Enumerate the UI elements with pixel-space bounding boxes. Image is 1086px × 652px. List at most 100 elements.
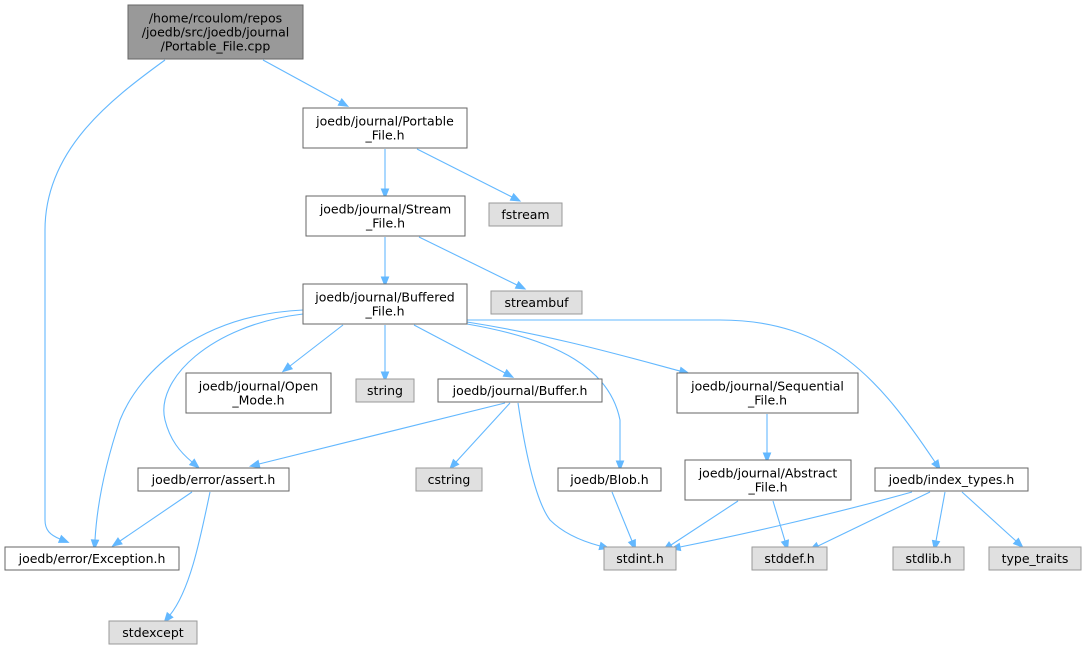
node-label-line: _File.h xyxy=(747,480,787,495)
edge-index_types_h-to-type_traits xyxy=(961,491,1024,548)
node-open-mode-h[interactable]: joedb/journal/Open_Mode.h xyxy=(185,372,332,414)
node-box xyxy=(603,546,677,571)
node-box xyxy=(874,467,1029,492)
node-label-line: /joedb/src/joedb/journal xyxy=(142,25,289,40)
node-cstring[interactable]: cstring xyxy=(415,467,483,492)
edge-line xyxy=(455,402,511,463)
node-sequential-h[interactable]: joedb/journal/Sequential_File.h xyxy=(676,372,859,414)
arrowhead-icon xyxy=(337,97,350,107)
arrowhead-icon xyxy=(762,452,772,464)
node-stream-h[interactable]: joedb/journal/Stream_File.h xyxy=(305,195,466,237)
edge-line xyxy=(262,59,341,103)
arrowhead-icon xyxy=(502,368,515,378)
arrowhead-icon xyxy=(380,188,390,200)
node-type-traits[interactable]: type_traits xyxy=(988,546,1082,571)
node-index-types-h[interactable]: joedb/index_types.h xyxy=(874,467,1029,492)
arrowhead-icon xyxy=(615,460,625,472)
node-stddef-h[interactable]: stddef.h xyxy=(751,546,828,571)
edge-line xyxy=(416,148,513,198)
arrowhead-icon xyxy=(514,280,527,290)
edge-index_types_h-to-stdlib_h xyxy=(931,491,946,552)
node-label-line: cstring xyxy=(428,472,471,487)
edge-buffered_h-to-string xyxy=(380,325,390,383)
node-box xyxy=(751,546,828,571)
arrowhead-icon xyxy=(380,371,390,383)
edge-line xyxy=(289,324,344,367)
node-label-line: joedb/Blob.h xyxy=(569,472,648,487)
arrowhead-icon xyxy=(57,534,70,543)
edge-line xyxy=(163,313,304,463)
node-box xyxy=(355,378,415,403)
node-string[interactable]: string xyxy=(355,378,415,403)
node-label-line: joedb/index_types.h xyxy=(888,472,1015,487)
node-label-line: string xyxy=(367,383,403,398)
edge-line xyxy=(611,491,633,542)
node-stdlib-h[interactable]: stdlib.h xyxy=(892,546,965,571)
edge-line xyxy=(935,491,946,542)
node-exception-h[interactable]: joedb/error/Exception.h xyxy=(4,546,180,571)
node-label-line: joedb/error/assert.h xyxy=(151,472,276,487)
edge-line xyxy=(44,59,166,540)
edge-line xyxy=(817,491,931,547)
node-stdexcept[interactable]: stdexcept xyxy=(108,620,198,645)
node-label-line: joedb/journal/Abstract xyxy=(698,466,838,481)
node-box xyxy=(557,467,662,492)
edges-layer xyxy=(44,59,1024,624)
node-label-line: _Mode.h xyxy=(231,393,284,408)
edge-line xyxy=(670,500,739,546)
edge-buffer_h-to-assert_h xyxy=(248,402,506,469)
node-blob-h[interactable]: joedb/Blob.h xyxy=(557,467,662,492)
edge-buffered_h-to-buffer_h xyxy=(413,324,515,378)
edge-line xyxy=(961,491,1017,542)
arrowhead-icon xyxy=(163,611,174,624)
arrowhead-icon xyxy=(380,276,390,288)
node-box xyxy=(302,107,468,149)
node-label-line: joedb/journal/Open xyxy=(198,379,319,394)
node-box xyxy=(488,202,563,227)
node-label-line: _File.h xyxy=(365,216,405,231)
arrowhead-icon xyxy=(111,537,123,547)
node-label-line: fstream xyxy=(501,207,549,222)
arrowhead-icon xyxy=(449,458,460,470)
edge-portable_cpp-to-portable_h xyxy=(262,59,350,107)
arrowhead-icon xyxy=(509,192,522,202)
edge-line xyxy=(413,324,506,374)
arrowhead-icon xyxy=(281,362,294,373)
node-box xyxy=(415,467,483,492)
node-buffered-h[interactable]: joedb/journal/Buffered_File.h xyxy=(302,283,468,325)
node-box xyxy=(684,459,852,501)
node-fstream[interactable]: fstream xyxy=(488,202,563,227)
edge-line xyxy=(772,500,786,542)
edge-line xyxy=(466,323,621,461)
node-label-line: /Portable_File.cpp xyxy=(161,39,271,54)
node-abstract-h[interactable]: joedb/journal/Abstract_File.h xyxy=(684,459,852,501)
edge-sequential_h-to-abstract_h xyxy=(762,414,772,464)
arrowhead-icon xyxy=(248,459,261,469)
arrowhead-icon xyxy=(931,459,941,471)
edge-portable_h-to-fstream xyxy=(416,148,522,202)
node-stdint-h[interactable]: stdint.h xyxy=(603,546,677,571)
edge-buffered_h-to-index_types_h xyxy=(466,319,941,471)
node-label-line: joedb/journal/Buffered xyxy=(314,290,454,305)
node-box xyxy=(137,467,290,492)
node-box xyxy=(490,290,583,315)
edge-buffered_h-to-open_mode_h xyxy=(281,324,344,373)
edge-line xyxy=(517,402,601,547)
edge-portable_cpp-to-exception_h xyxy=(44,59,166,543)
edge-buffered_h-to-blob_h xyxy=(466,323,625,472)
node-buffer-h[interactable]: joedb/journal/Buffer.h xyxy=(437,378,603,403)
node-portable-h[interactable]: joedb/journal/Portable_File.h xyxy=(302,107,468,149)
node-label-line: /home/rcoulom/repos xyxy=(149,11,282,26)
node-box xyxy=(302,283,468,325)
edge-abstract_h-to-stddef_h xyxy=(772,500,790,551)
node-assert-h[interactable]: joedb/error/assert.h xyxy=(137,467,290,492)
node-label-line: stddef.h xyxy=(764,551,814,566)
edge-line xyxy=(94,309,304,541)
node-box xyxy=(127,4,304,60)
arrowhead-icon xyxy=(90,539,100,551)
node-label-line: streambuf xyxy=(504,295,569,310)
node-streambuf[interactable]: streambuf xyxy=(490,290,583,315)
node-box xyxy=(892,546,965,571)
edge-buffered_h-to-exception_h xyxy=(90,309,304,551)
